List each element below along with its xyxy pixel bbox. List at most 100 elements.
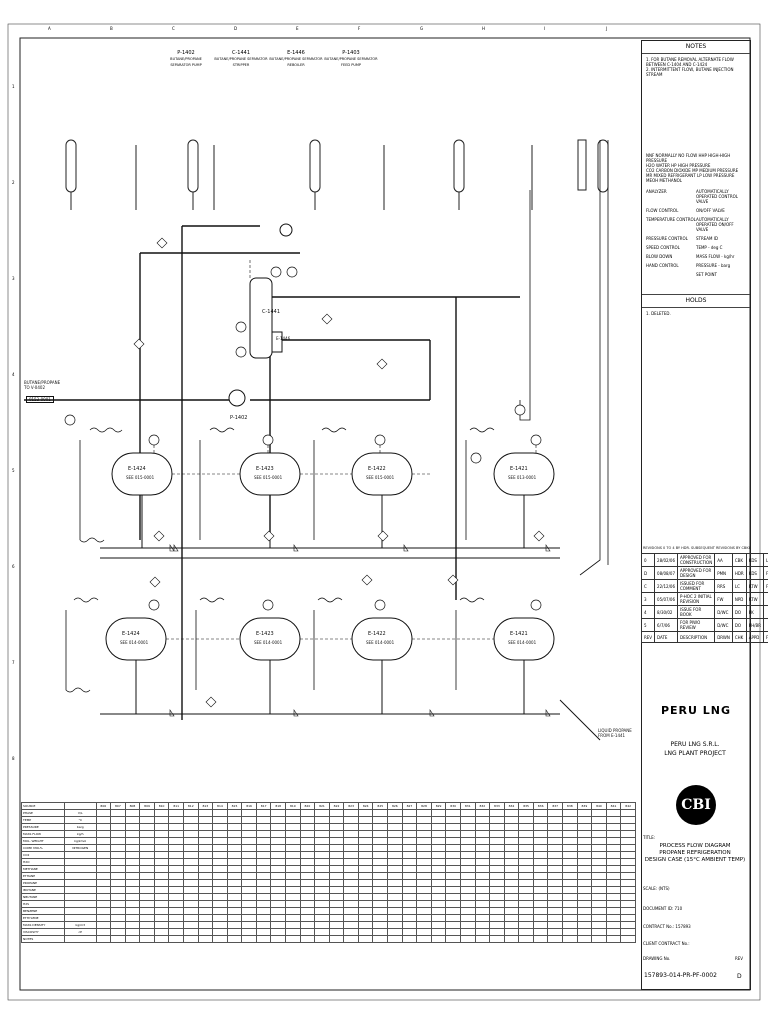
stream-cell — [328, 921, 345, 929]
stream-cell — [489, 858, 505, 866]
stream-cell — [182, 830, 199, 838]
stream-cell — [430, 830, 447, 838]
stream-cell — [416, 851, 432, 859]
stream-cell — [110, 879, 126, 887]
stream-cell: 808 — [124, 802, 141, 810]
vessel-sub: SEE 014-0001 — [120, 640, 149, 645]
stream-cell — [139, 921, 155, 929]
stream-cell — [343, 851, 359, 859]
stream-cell — [168, 914, 184, 922]
stream-cell — [430, 907, 447, 915]
stream-cell — [197, 914, 214, 922]
stream-cell — [226, 858, 243, 866]
stream-cell — [153, 851, 170, 859]
stream-cell — [518, 844, 534, 852]
legend-item: TEMP - deg C — [696, 245, 723, 250]
stream-cell — [620, 907, 636, 915]
stream-cell — [285, 907, 301, 915]
stream-cell — [459, 809, 476, 817]
stream-cell — [182, 844, 199, 852]
stream-unit: kg/m3 — [64, 921, 97, 929]
stream-cell — [416, 879, 432, 887]
stream-cell — [430, 872, 447, 880]
stream-row-label: MOL. WEIGHT — [21, 837, 65, 845]
revision-cell: P-HOC 2 INITIAL REVISION — [677, 592, 716, 606]
stream-cell — [255, 893, 272, 901]
stream-unit: barg — [64, 823, 97, 831]
stream-cell — [314, 886, 330, 894]
stream-cell — [562, 830, 578, 838]
stream-cell — [328, 928, 345, 936]
stream-cell — [197, 928, 214, 936]
stream-cell — [241, 879, 257, 887]
revision-cell: RTW — [745, 592, 765, 606]
stream-row-label: ETHANE — [21, 872, 65, 880]
stream-cell: 809 — [139, 802, 155, 810]
stream-cell: 828 — [416, 802, 432, 810]
stream-row: ETHYLENE — [21, 914, 636, 922]
stream-cell — [372, 928, 389, 936]
grid-ref: 3 — [12, 276, 15, 281]
stream-cell — [95, 886, 112, 894]
stream-cell — [430, 816, 447, 824]
stream-cell — [489, 872, 505, 880]
stream-cell — [620, 823, 636, 831]
inlet-ref: 0153-0001 — [26, 396, 54, 403]
grid-ref: 8 — [12, 756, 15, 761]
stream-cell — [605, 816, 622, 824]
stream-cell — [576, 935, 593, 943]
stream-row: METHANE — [21, 865, 636, 873]
stream-cell — [314, 921, 330, 929]
stream-cell — [401, 935, 418, 943]
stream-cell — [532, 830, 549, 838]
stream-cell — [489, 830, 505, 838]
stream-row: H2S — [21, 900, 636, 908]
stream-cell — [153, 865, 170, 873]
stream-cell — [197, 900, 214, 908]
stream-cell — [328, 900, 345, 908]
stream-cell — [357, 879, 374, 887]
stream-cell — [314, 851, 330, 859]
stream-row-label: PHASE — [21, 809, 65, 817]
stream-cell — [562, 837, 578, 845]
stream-cell — [314, 879, 330, 887]
legend-item: SPEED CONTROL — [646, 245, 680, 250]
stream-cell — [124, 816, 141, 824]
stream-cell — [226, 928, 243, 936]
stream-cell — [139, 858, 155, 866]
stream-cell — [459, 865, 476, 873]
revision-cell: 08/08/07 — [654, 566, 679, 580]
stream-cell — [182, 900, 199, 908]
symbol-legend: ANALYZER AUTOMATICALLY OPERATED CONTROL … — [646, 189, 746, 277]
upper-vessels — [111, 452, 555, 496]
revision-cell: PK — [745, 605, 765, 619]
stream-unit: NITROGEN — [64, 844, 97, 852]
stream-cell — [387, 893, 403, 901]
stream-cell — [343, 809, 359, 817]
stream-row: ETHANE — [21, 872, 636, 880]
stream-cell — [372, 858, 389, 866]
stream-cell — [416, 914, 432, 922]
revision-cell: CBK — [731, 553, 747, 567]
stream-cell — [212, 865, 228, 873]
stream-cell — [182, 879, 199, 887]
stream-cell — [605, 886, 622, 894]
stream-cell — [124, 823, 141, 831]
column-label: C-1441 — [262, 309, 281, 315]
stream-cell — [285, 935, 301, 943]
revision-cell: DO — [731, 605, 747, 619]
stream-cell — [241, 865, 257, 873]
stream-cell — [401, 823, 418, 831]
scale: SCALE: (NTS) — [643, 886, 670, 891]
stream-cell — [459, 830, 476, 838]
stream-cell — [168, 928, 184, 936]
stream-unit — [64, 935, 97, 943]
stream-cell — [401, 886, 418, 894]
stream-cell — [474, 879, 491, 887]
stream-cell — [226, 914, 243, 922]
stream-cell — [620, 935, 636, 943]
stream-cell — [430, 879, 447, 887]
stream-cell — [591, 886, 607, 894]
legend-item: STREAM ID — [696, 236, 719, 241]
